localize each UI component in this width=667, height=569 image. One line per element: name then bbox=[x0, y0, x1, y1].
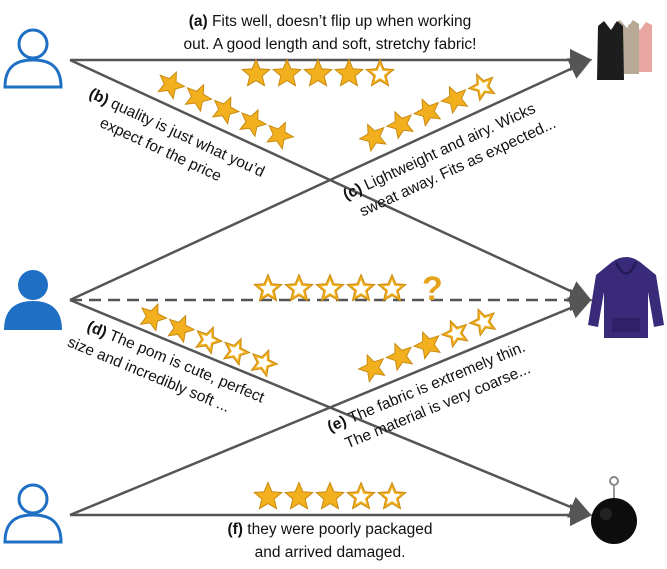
star-filled-icon bbox=[157, 70, 186, 100]
star-empty-icon bbox=[194, 325, 224, 355]
review-c-label: (c) bbox=[341, 180, 365, 203]
review-a-rating bbox=[240, 58, 396, 87]
review-e-label: (e) bbox=[325, 413, 349, 436]
star-filled-icon bbox=[412, 98, 442, 128]
star-filled-icon bbox=[385, 110, 415, 140]
star-filled-icon bbox=[412, 330, 442, 360]
purple-hoodie-product-icon bbox=[588, 257, 664, 338]
star-empty-icon bbox=[222, 337, 251, 367]
review-f: (f) they were poorly packaged and arrive… bbox=[227, 481, 433, 561]
review-b: (b) quality is just what you’d expect fo… bbox=[86, 85, 267, 185]
star-empty-icon bbox=[314, 273, 346, 302]
star-filled-icon bbox=[252, 481, 284, 510]
review-a: (a) Fits well, doesn’t flip up when work… bbox=[184, 13, 477, 87]
review-d-label: (d) bbox=[84, 318, 109, 341]
star-empty-icon bbox=[468, 307, 497, 337]
query-rating: ? bbox=[252, 270, 443, 308]
star-filled-icon bbox=[385, 342, 414, 372]
user-top-icon bbox=[3, 28, 63, 89]
review-f-line1: (f) they were poorly packaged bbox=[227, 521, 432, 538]
review-f-text1: they were poorly packaged bbox=[243, 521, 433, 538]
star-filled-icon bbox=[358, 123, 387, 153]
star-filled-icon bbox=[266, 121, 295, 151]
review-a-line1: (a) Fits well, doesn’t flip up when work… bbox=[189, 13, 472, 30]
star-filled-icon bbox=[314, 481, 346, 510]
star-filled-icon bbox=[283, 481, 315, 510]
user-middle-icon bbox=[4, 270, 62, 330]
star-filled-icon bbox=[440, 85, 469, 115]
star-empty-icon bbox=[376, 273, 408, 302]
star-filled-icon bbox=[184, 83, 213, 113]
review-b-label: (b) bbox=[86, 85, 111, 109]
star-empty-icon bbox=[467, 72, 496, 102]
star-empty-icon bbox=[283, 273, 315, 302]
star-filled-icon bbox=[240, 58, 272, 87]
user-bottom-icon bbox=[3, 483, 63, 544]
review-f-line2: and arrived damaged. bbox=[255, 544, 406, 561]
star-empty-icon bbox=[364, 58, 396, 87]
star-filled-icon bbox=[302, 58, 334, 87]
star-empty-icon bbox=[345, 481, 377, 510]
review-e-rating bbox=[357, 307, 497, 383]
star-filled-icon bbox=[333, 58, 365, 87]
star-empty-icon bbox=[376, 481, 408, 510]
review-a-text1: Fits well, doesn’t flip up when working bbox=[208, 13, 472, 30]
review-b-rating bbox=[157, 70, 295, 151]
review-d-rating bbox=[139, 302, 279, 378]
star-empty-icon bbox=[250, 348, 279, 378]
star-filled-icon bbox=[139, 302, 168, 332]
edge-c bbox=[69, 58, 593, 302]
tank-tops-product-icon bbox=[597, 20, 652, 80]
review-a-line2: out. A good length and soft, stretchy fa… bbox=[184, 36, 477, 53]
pompom-keychain-product-icon bbox=[591, 476, 637, 544]
review-a-label: (a) bbox=[189, 13, 208, 30]
star-filled-icon bbox=[211, 96, 241, 126]
query-question-mark: ? bbox=[422, 270, 443, 308]
review-f-rating bbox=[252, 481, 408, 510]
star-filled-icon bbox=[357, 353, 386, 383]
review-f-label: (f) bbox=[227, 521, 243, 538]
star-filled-icon bbox=[271, 58, 303, 87]
star-empty-icon bbox=[252, 273, 284, 302]
star-empty-icon bbox=[440, 319, 469, 349]
review-c-rating bbox=[358, 72, 496, 153]
star-empty-icon bbox=[345, 273, 377, 302]
star-filled-icon bbox=[238, 108, 268, 138]
star-filled-icon bbox=[167, 314, 196, 344]
query-stars bbox=[252, 273, 408, 302]
edge-e bbox=[69, 297, 593, 517]
